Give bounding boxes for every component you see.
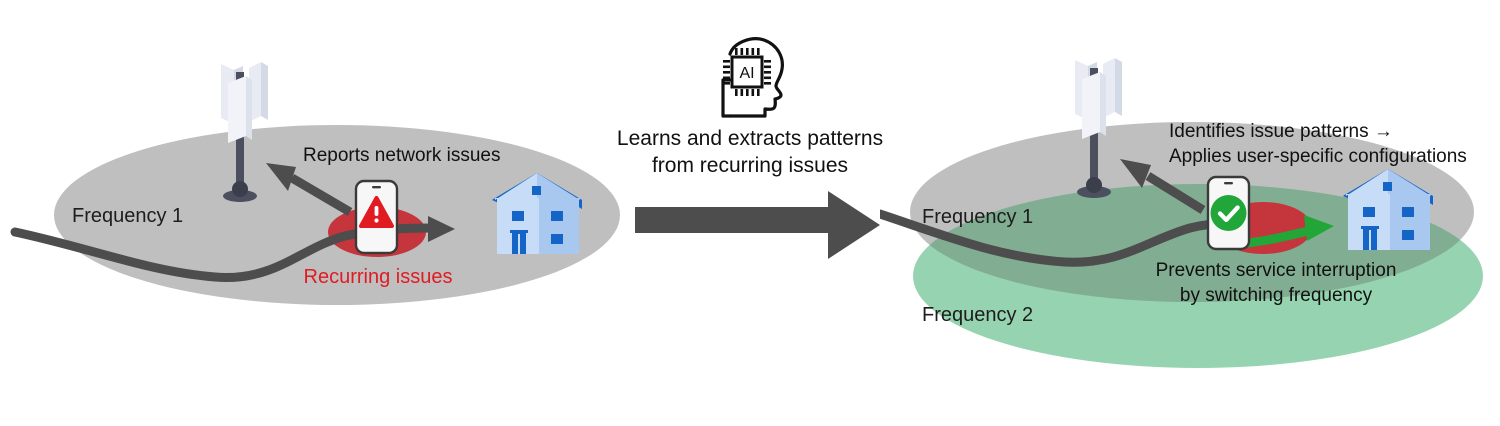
right-panel-graphics xyxy=(880,58,1483,368)
warning-triangle-icon xyxy=(359,196,394,228)
check-circle-icon xyxy=(1210,195,1247,231)
coverage-label-frequency-2: Frequency 2 xyxy=(922,304,1034,326)
left-panel-graphics xyxy=(10,62,620,305)
ai-chip-text: AI xyxy=(739,65,754,82)
house-icon xyxy=(1343,169,1433,250)
reports-network-issues-label: Reports network issues xyxy=(303,145,501,166)
signal-path-line xyxy=(880,209,1245,267)
apply-arrow-icon xyxy=(1120,159,1206,214)
smartphone-success-icon xyxy=(1206,175,1251,251)
coverage-label-frequency-1-right: Frequency 1 xyxy=(922,206,1034,228)
cell-tower-icon xyxy=(1075,58,1122,198)
smartphone-warning-icon xyxy=(354,179,399,255)
house-icon xyxy=(492,173,582,254)
coverage-label-frequency-1-left: Frequency 1 xyxy=(72,205,184,227)
recurring-issues-label: Recurring issues xyxy=(303,266,453,288)
applies-user-specific-configurations-label: Applies user-specific configurations xyxy=(1169,146,1467,167)
ai-brain-chip-icon: AI xyxy=(721,37,784,118)
by-switching-frequency-label: by switching frequency xyxy=(1179,285,1373,306)
right-arrow-thick xyxy=(635,191,880,259)
coverage-ellipse-frequency-1 xyxy=(54,125,620,305)
ai-caption-line-2: from recurring issues xyxy=(651,154,849,177)
center-panel-graphics: AI xyxy=(635,37,880,259)
identifies-issue-patterns-label: Identifies issue patterns → xyxy=(1169,121,1393,142)
report-arrow-icon xyxy=(266,163,353,216)
ai-caption-line-1: Learns and extracts patterns xyxy=(616,127,884,150)
cell-tower-icon xyxy=(221,62,268,202)
prevents-service-interruption-label: Prevents service interruption xyxy=(1155,260,1397,281)
